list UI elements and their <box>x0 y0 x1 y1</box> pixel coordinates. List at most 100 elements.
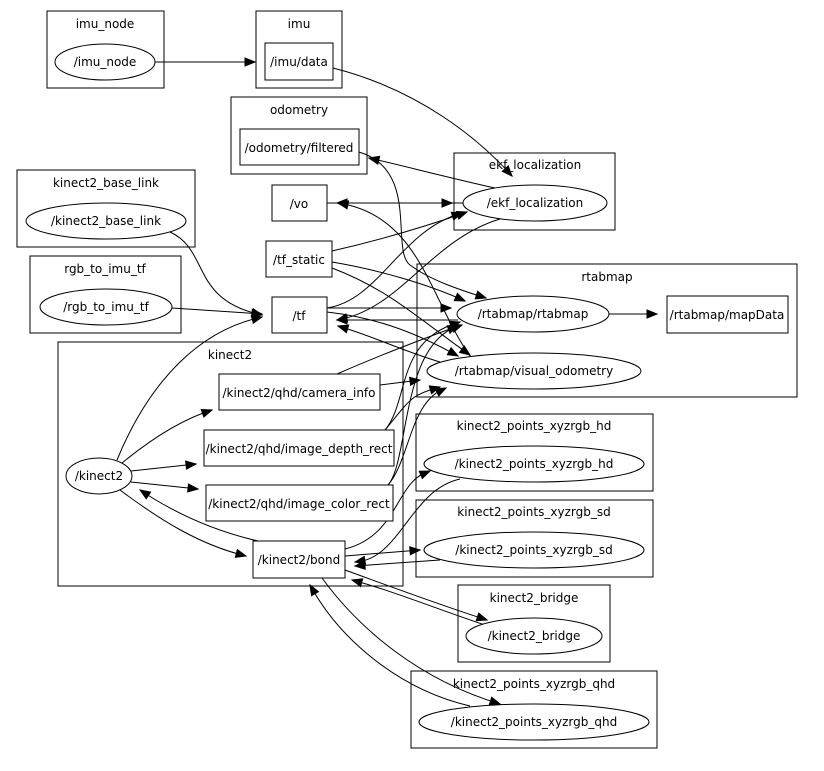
node-label: /kinect2_points_xyzrgb_hd <box>455 457 614 471</box>
edge-t_tf-to-n_visual_odom <box>326 311 460 357</box>
topic-odometry-filtered[interactable]: /odometry/filtered <box>239 128 360 166</box>
edge-line <box>321 577 501 705</box>
topic-rtabmap-mapdata[interactable]: /rtabmap/mapData <box>666 295 789 334</box>
node-rtabmap-visual-odometry[interactable]: /rtabmap/visual_odometry <box>426 352 642 390</box>
node-kinect2-base-link[interactable]: /kinect2_base_link <box>25 202 187 240</box>
topic-kinect2-camera-info[interactable]: /kinect2/qhd/camera_info <box>218 373 381 411</box>
node-rgb-to-imu-tf[interactable]: /rgb_to_imu_tf <box>39 288 173 326</box>
edge-line <box>351 579 486 626</box>
node-label: /kinect2_base_link <box>51 214 161 228</box>
node-imu-node[interactable]: /imu_node <box>54 43 156 81</box>
edge-line <box>344 569 488 621</box>
cluster-label: kinect2_base_link <box>53 176 159 190</box>
cluster-label: kinect2_points_xyzrgb_qhd <box>453 677 615 691</box>
topic-label: /vo <box>290 197 309 211</box>
topic-vo[interactable]: /vo <box>271 184 328 222</box>
node-label: /kinect2 <box>75 469 123 483</box>
edge-line <box>309 584 471 707</box>
edge-line <box>130 463 197 472</box>
edge-line <box>336 218 501 321</box>
arrowhead-icon <box>474 290 488 300</box>
node-label: /rgb_to_imu_tf <box>63 300 149 314</box>
arrowhead-icon <box>250 314 264 325</box>
topic-label: /tf <box>293 309 307 323</box>
node-kinect2[interactable]: /kinect2 <box>65 457 133 495</box>
edge-line <box>171 307 263 315</box>
arrowhead-icon <box>453 292 467 302</box>
arrowhead-icon <box>418 470 432 480</box>
node-kinect2-points-xyzrgb-qhd[interactable]: /kinect2_points_xyzrgb_qhd <box>418 703 650 741</box>
arrowhead-icon <box>450 324 464 333</box>
edge-n_kinect2-to-t_tf <box>116 314 264 461</box>
topic-tf[interactable]: /tf <box>271 296 328 334</box>
arrowhead-icon <box>336 200 350 210</box>
arrowhead-icon <box>458 345 472 356</box>
topic-kinect2-bond[interactable]: /kinect2/bond <box>252 540 346 579</box>
node-rtabmap[interactable]: /rtabmap/rtabmap <box>456 295 610 333</box>
edge-line <box>354 478 461 563</box>
node-label: /imu_node <box>74 55 137 69</box>
edge-n_kinect2-to-t_bond <box>119 489 248 558</box>
edge-n_ekf-to-t_odom_filtered <box>367 155 496 189</box>
topic-kinect2-image-color-rect[interactable]: /kinect2/qhd/image_color_rect <box>205 484 394 522</box>
arrowhead-icon <box>187 483 200 493</box>
topic-tf-static[interactable]: /tf_static <box>265 240 333 278</box>
edge-line <box>368 157 496 189</box>
topic-label: /kinect2/qhd/image_color_rect <box>208 497 390 511</box>
topic-label: /odometry/filtered <box>245 141 354 155</box>
edge-line <box>169 231 263 316</box>
arrowhead-icon <box>353 560 366 570</box>
edge-t_bond-to-n_points_qhd <box>321 577 502 706</box>
cluster-label: ekf_localization <box>489 158 582 172</box>
edge-n_kinect2-to-t_camera_info <box>121 408 214 464</box>
edge-t_bond-to-n_points_hd <box>344 470 432 550</box>
arrowhead-icon <box>309 583 320 597</box>
arrowhead-icon <box>475 612 489 622</box>
arrowhead-icon <box>200 408 214 418</box>
edge-n_rtabmap-to-t_tf <box>335 315 458 325</box>
edge-line <box>326 212 463 309</box>
cluster-label: kinect2_points_xyzrgb_hd <box>457 419 612 433</box>
edge-line <box>387 324 463 486</box>
edge-t_tf-to-n_rtabmap <box>327 303 453 313</box>
node-label: /kinect2_points_xyzrgb_qhd <box>451 715 617 729</box>
edge-line <box>337 325 441 363</box>
node-kinect2-bridge[interactable]: /kinect2_bridge <box>465 617 603 655</box>
edge-t_imu_data-to-n_ekf <box>332 67 513 177</box>
edge-t_tf_static-to-n_rtabmap <box>331 261 467 302</box>
arrowhead-icon <box>185 460 198 470</box>
cluster-label: imu <box>288 17 311 31</box>
arrowhead-icon <box>450 211 464 221</box>
arrowhead-icon <box>646 309 659 319</box>
edge-t_color_rect-to-n_visual_odom <box>387 387 448 486</box>
cluster-label: kinect2 <box>208 348 252 362</box>
arrowhead-icon <box>234 548 248 558</box>
edge-line <box>121 409 213 464</box>
topic-kinect2-image-depth-rect[interactable]: /kinect2/qhd/image_depth_rect <box>203 429 395 467</box>
node-ekf-localization[interactable]: /ekf_localization <box>462 184 608 222</box>
edge-line <box>139 489 259 542</box>
cluster-label: rgb_to_imu_tf <box>64 262 146 276</box>
edge-t_odom_filtered-to-n_rtabmap <box>358 151 488 300</box>
arrowhead-icon <box>336 324 350 334</box>
edge-line <box>326 311 459 357</box>
edge-t_bond-to-n_bridge <box>344 569 489 622</box>
edge-n_kinect2-to-t_depth_rect <box>130 460 198 472</box>
node-kinect2-points-xyzrgb-sd[interactable]: /kinect2_points_xyzrgb_sd <box>423 531 645 569</box>
edge-t_bond-to-n_points_sd <box>344 546 422 557</box>
edge-t_bond-to-n_kinect2 <box>138 489 259 542</box>
edge-n_rtabmap-to-t_mapdata <box>609 309 659 319</box>
arrowhead-icon <box>501 165 513 177</box>
cluster-label: rtabmap <box>581 270 632 284</box>
edge-line <box>387 387 447 486</box>
node-kinect2-points-xyzrgb-hd[interactable]: /kinect2_points_xyzrgb_hd <box>423 445 645 483</box>
edge-line <box>344 549 421 557</box>
topic-label: /kinect2/bond <box>258 553 340 567</box>
topic-label: /kinect2/qhd/camera_info <box>223 386 376 400</box>
topic-imu-data[interactable]: /imu/data <box>264 42 334 81</box>
topic-label: /imu/data <box>270 55 328 69</box>
edge-n_rgb_to_imu_tf-to-t_tf <box>171 307 264 319</box>
edge-line <box>130 481 199 490</box>
arrowhead-icon <box>350 578 364 588</box>
